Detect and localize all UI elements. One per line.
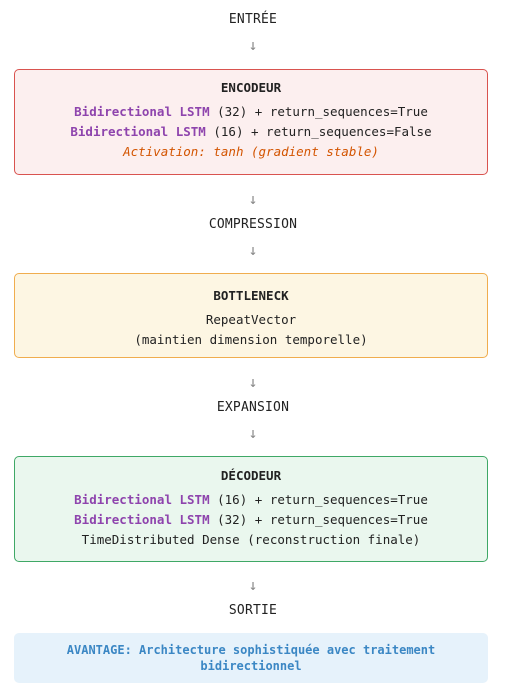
bottleneck-description: (maintien dimension temporelle) bbox=[134, 332, 368, 347]
bottleneck-layer: RepeatVector bbox=[205, 312, 297, 327]
decoder-block: DÉCODEUR Bidirectional LSTM (16) + retur… bbox=[14, 456, 488, 562]
layer-params: (32) + return_sequences=True bbox=[209, 512, 428, 527]
arrow-down-icon: ↓ bbox=[248, 576, 258, 594]
layer-params: (16) + return_sequences=True bbox=[209, 492, 428, 507]
encoder-layer-1: Bidirectional LSTM (32) + return_sequenc… bbox=[15, 102, 487, 122]
arrow-down-icon: ↓ bbox=[248, 36, 258, 54]
encoder-block: ENCODEUR Bidirectional LSTM (32) + retur… bbox=[14, 69, 488, 175]
layer-params: (16) + return_sequences=False bbox=[205, 124, 432, 139]
decoder-final-layer: TimeDistributed Dense (reconstruction fi… bbox=[81, 532, 421, 547]
bottleneck-title: BOTTLENECK bbox=[213, 288, 289, 303]
arrow-down-icon: ↓ bbox=[248, 190, 258, 208]
arrow-down-icon: ↓ bbox=[248, 241, 258, 259]
output-label: SORTIE bbox=[228, 603, 278, 618]
layer-keyword: Bidirectional LSTM bbox=[74, 104, 210, 119]
layer-keyword: Bidirectional LSTM bbox=[74, 492, 210, 507]
encoder-title: ENCODEUR bbox=[220, 80, 282, 95]
arrow-down-icon: ↓ bbox=[248, 373, 258, 391]
decoder-layer-1: Bidirectional LSTM (16) + return_sequenc… bbox=[15, 490, 487, 510]
encoder-layer-2: Bidirectional LSTM (16) + return_sequenc… bbox=[15, 122, 487, 142]
compression-label: COMPRESSION bbox=[208, 217, 298, 232]
layer-keyword: Bidirectional LSTM bbox=[74, 512, 210, 527]
expansion-label: EXPANSION bbox=[216, 400, 290, 415]
layer-params: (32) + return_sequences=True bbox=[209, 104, 428, 119]
advantage-note: AVANTAGE: Architecture sophistiquée avec… bbox=[14, 633, 488, 683]
decoder-title: DÉCODEUR bbox=[220, 468, 282, 483]
input-label: ENTRÉE bbox=[228, 12, 278, 27]
bottleneck-block: BOTTLENECK RepeatVector (maintien dimens… bbox=[14, 273, 488, 358]
encoder-activation-note: Activation: tanh (gradient stable) bbox=[123, 144, 379, 159]
layer-keyword: Bidirectional LSTM bbox=[70, 124, 206, 139]
decoder-layer-2: Bidirectional LSTM (32) + return_sequenc… bbox=[15, 510, 487, 530]
arrow-down-icon: ↓ bbox=[248, 424, 258, 442]
